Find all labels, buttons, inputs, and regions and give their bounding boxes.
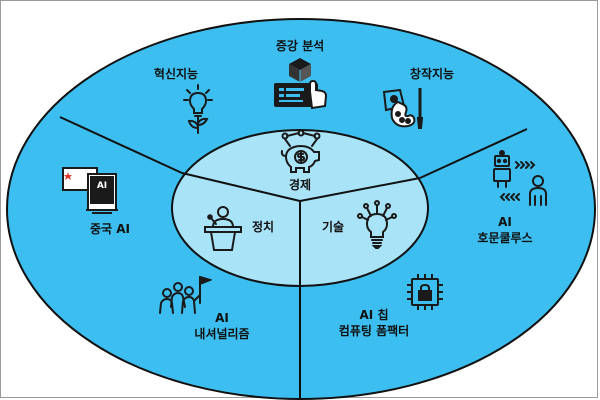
divider-right [419, 128, 528, 179]
circuit-lightbulb-icon [356, 200, 398, 250]
label-innovation-intelligence: 혁신지능 [153, 67, 199, 81]
inner-divider-left [181, 172, 301, 202]
label-ai-homunculus: AI 호문쿨루스 [477, 214, 532, 246]
robot-human-exchange-icon [490, 150, 552, 210]
label-technology: 기술 [321, 220, 345, 234]
label-ai-homunculus-line1: AI [498, 215, 512, 229]
people-flag-icon [158, 273, 212, 315]
chip-lock-icon [405, 272, 445, 312]
label-augmented-analytics: 증강 분석 [275, 39, 325, 53]
china-flag-ai-text: AI [96, 181, 108, 191]
palette-brush-icon [378, 84, 426, 132]
label-ai-chip-line2: 컴퓨팅 폼팩터 [338, 324, 410, 338]
label-politics: 정치 [251, 220, 275, 234]
label-creative-intelligence: 창작지능 [409, 67, 455, 81]
piggy-bank-network-icon [278, 130, 324, 174]
label-ai-chip-line1: AI 칩 [359, 308, 389, 322]
label-ai-chip-computing: AI 칩 컴퓨팅 폼팩터 [339, 307, 409, 339]
divider-left [59, 116, 183, 174]
china-flag-ai-icon [62, 167, 122, 217]
label-economy: 경제 [288, 178, 312, 192]
label-ai-homunculus-line2: 호문쿨루스 [477, 231, 533, 245]
label-ai-nationalism: AI 내셔널리즘 [194, 310, 249, 342]
cube-data-hand-icon [270, 56, 330, 112]
lightbulb-plant-icon [183, 84, 213, 134]
label-china-ai: 중국 AI [89, 222, 131, 236]
label-ai-nationalism-line2: 내셔널리즘 [194, 327, 250, 341]
speaker-podium-icon [202, 205, 244, 251]
label-ai-nationalism-line1: AI [215, 311, 229, 325]
inner-divider-right [299, 177, 421, 202]
